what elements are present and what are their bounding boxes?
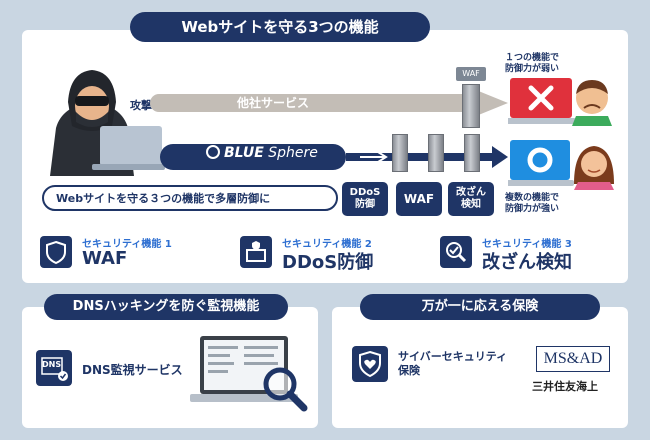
bluesphere-logo-mark (206, 145, 220, 159)
insurance-label: サイバーセキュリティ 保険 (398, 350, 508, 377)
server-shield-icon (240, 236, 272, 268)
feature-3-name: 改ざん検知 (482, 252, 572, 273)
weak-note: １つの機能で 防御力が弱い (505, 53, 560, 74)
badge-tamper-label: 改ざん 検知 (456, 187, 486, 210)
compromised-site-illustration (508, 78, 612, 126)
magnifier-check-icon (440, 236, 472, 268)
badge-tamper: 改ざん 検知 (448, 182, 494, 216)
bluesphere-logo-light: Sphere (268, 145, 318, 161)
bluesphere-logo-bold: BLUE (224, 145, 264, 161)
feature-1-label: セキュリティ機能 1 (82, 239, 172, 250)
shield-icon (40, 236, 72, 268)
heart-shield-icon (352, 346, 388, 382)
dns-shield-icon (36, 350, 72, 386)
strong-note: 複数の機能で 防御力が強い (505, 193, 560, 214)
waf-tag: WAF (456, 67, 486, 81)
msad-logo: MS&AD (536, 346, 610, 372)
badge-ddos: DDoS 防御 (342, 182, 388, 216)
ddos-wall (392, 134, 408, 172)
feature-2-name: DDoS防御 (282, 252, 374, 273)
badge-waf: WAF (396, 182, 442, 216)
badge-waf-label: WAF (403, 192, 435, 206)
waf-wall (428, 134, 444, 172)
multilayer-callout (42, 185, 338, 211)
badge-ddos-label: DDoS 防御 (349, 187, 381, 210)
dns-service-label: DNS監視サービス (82, 363, 183, 377)
protected-site-illustration (508, 140, 614, 190)
hacker-illustration (50, 70, 165, 176)
feature-3-label: セキュリティ機能 3 (482, 239, 572, 250)
dns-icon-text: DNS (42, 360, 62, 369)
multilayer-text: Webサイトを守る３つの機能で多層防御に (56, 192, 271, 205)
waf-wall-single (462, 84, 480, 128)
dns-panel-title: DNSハッキングを防ぐ監視機能 (44, 294, 288, 320)
other-service-arrow (150, 90, 508, 116)
other-service-label: 他社サービス (236, 96, 309, 110)
tamper-wall (464, 134, 480, 172)
laptop-magnifier-illustration (190, 336, 308, 412)
insurance-panel-title: 万が一に応える保険 (360, 294, 600, 320)
company-name: 三井住友海上 (532, 380, 598, 393)
top-panel-title: Webサイトを守る3つの機能 (130, 12, 430, 42)
feature-2-label: セキュリティ機能 2 (282, 239, 372, 250)
bluesphere-logo: BLUE Sphere (206, 145, 318, 161)
feature-1-name: WAF (82, 248, 128, 269)
